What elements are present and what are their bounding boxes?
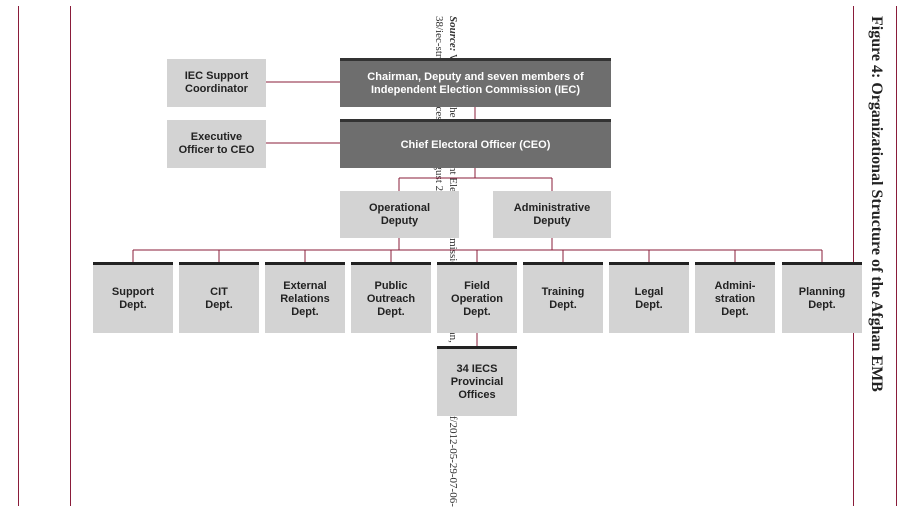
cit-dept-box: CIT Dept. (179, 262, 259, 333)
left-rule-inner (70, 6, 71, 506)
administrative-deputy-label: Administrative Deputy (513, 201, 591, 227)
source-label: Source: (447, 16, 459, 52)
far-right-rule (896, 6, 897, 506)
administrative-deputy-box: Administrative Deputy (493, 191, 611, 238)
training-dept-box: Training Dept. (523, 262, 603, 333)
executive-officer-box: Executive Officer to CEO (167, 120, 266, 168)
cit-dept-label: CIT Dept. (205, 286, 233, 311)
commission-box: Chairman, Deputy and seven members of In… (340, 58, 611, 107)
legal-dept-label: Legal Dept. (634, 286, 664, 311)
commission-label: Chairman, Deputy and seven members of In… (367, 71, 584, 96)
external-relations-dept-label: External Relations Dept. (280, 279, 330, 318)
ceo-box: Chief Electoral Officer (CEO) (340, 119, 611, 168)
operational-deputy-box: Operational Deputy (340, 191, 459, 238)
administration-dept-label: Admini- stration Dept. (714, 279, 756, 318)
ceo-label: Chief Electoral Officer (CEO) (400, 138, 551, 151)
public-outreach-dept-box: Public Outreach Dept. (351, 262, 431, 333)
legal-dept-box: Legal Dept. (609, 262, 689, 333)
iec-support-coordinator-box: IEC Support Coordinator (167, 59, 266, 107)
support-dept-box: Support Dept. (93, 262, 173, 333)
public-outreach-dept-label: Public Outreach Dept. (366, 279, 416, 318)
operational-deputy-label: Operational Deputy (368, 201, 431, 227)
provincial-offices-label: 34 IECS Provincial Offices (450, 363, 504, 401)
figure-title: Figure 4: Organizational Structure of th… (868, 16, 885, 392)
planning-dept-box: Planning Dept. (782, 262, 862, 333)
right-rule (853, 6, 854, 506)
provincial-offices-box: 34 IECS Provincial Offices (437, 346, 517, 416)
planning-dept-label: Planning Dept. (798, 286, 846, 311)
field-operation-dept-box: Field Operation Dept. (437, 262, 517, 333)
training-dept-label: Training Dept. (541, 286, 585, 311)
support-dept-label: Support Dept. (111, 286, 155, 311)
left-rule-outer (18, 6, 19, 506)
external-relations-dept-box: External Relations Dept. (265, 262, 345, 333)
executive-officer-label: Executive Officer to CEO (178, 131, 255, 156)
iec-support-coordinator-label: IEC Support Coordinator (184, 70, 249, 95)
administration-dept-box: Admini- stration Dept. (695, 262, 775, 333)
field-operation-dept-label: Field Operation Dept. (451, 279, 503, 318)
